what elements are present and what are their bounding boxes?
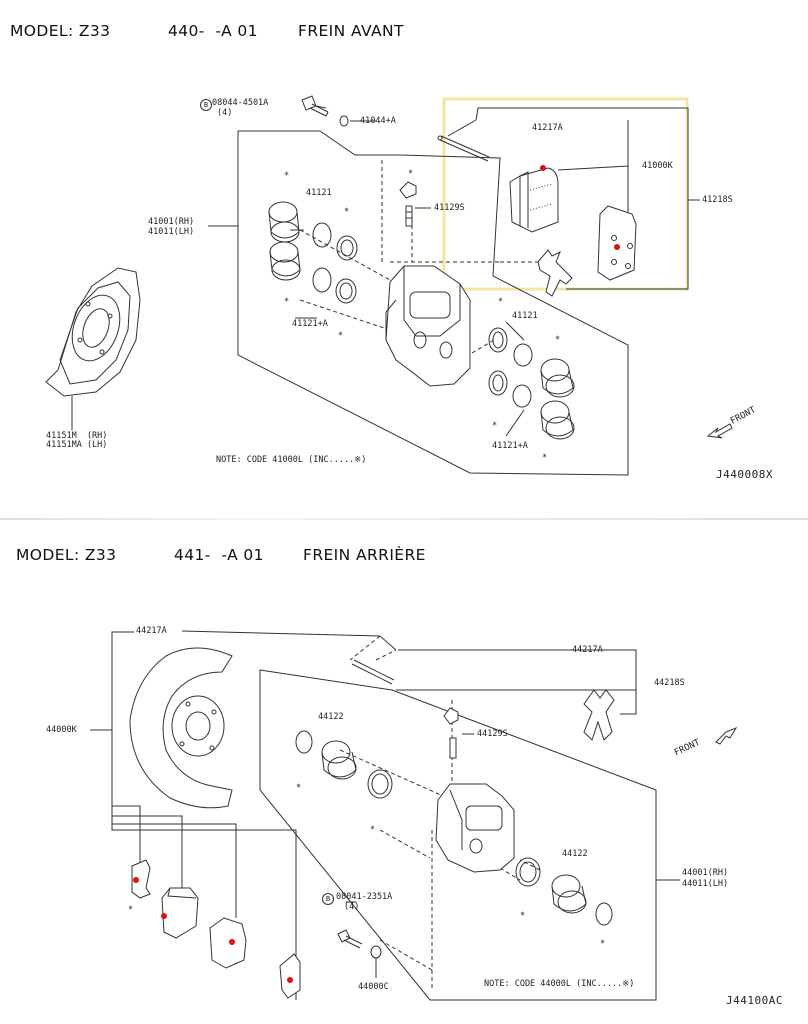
front-pad-outer-icon: [509, 167, 559, 233]
rear-piston-bottom-icon: [551, 874, 587, 914]
asterisk-marker: *: [284, 297, 290, 307]
front-washer-icon: [339, 115, 349, 127]
front-bleeder-icon: [399, 181, 417, 227]
asterisk-marker: *: [284, 171, 290, 181]
asterisk-marker: *: [542, 453, 548, 463]
rear-pad-kit-bracket: [111, 631, 297, 1000]
rear-label-caliper-rh: 44001(RH): [682, 868, 729, 878]
rear-label-bolt: 08041-2351A: [336, 892, 393, 902]
front-label-pad-kit: 41000K: [642, 161, 673, 171]
asterisk-marker: *: [600, 939, 606, 949]
rear-pad-clip-bottom-icon: [279, 953, 301, 999]
marker-dot: [287, 977, 293, 983]
front-caliper-icon: [385, 265, 471, 387]
rear-bolt-badge-icon: B: [322, 893, 334, 905]
front-direction-arrow-icon: [706, 423, 733, 439]
rear-label-pad-kit: 44000K: [46, 725, 77, 735]
rear-label-bleeder: 44129S: [477, 729, 508, 739]
front-shim-clip-icon: [537, 249, 573, 297]
front-label-caliper-rh: 41001(RH): [148, 217, 195, 227]
asterisk-marker: *: [498, 297, 504, 307]
front-label-bolt-qty: (4): [217, 108, 233, 118]
front-piston-bottom-icon: [269, 241, 301, 281]
front-seal-icon: [312, 222, 332, 248]
rear-note: NOTE: CODE 44000L (INC.....※): [484, 979, 635, 989]
rear-label-piston-bottom: 44122: [562, 849, 588, 859]
pad-kit-highlight-box: [442, 97, 689, 291]
pad-kit-bracket: [475, 107, 689, 290]
marker-dot: [540, 165, 546, 171]
rear-pad-outer-icon: [161, 887, 199, 939]
asterisk-marker: *: [128, 905, 134, 915]
rear-label-bolt-qty: (4): [344, 902, 360, 912]
front-caliper-group-outline: [237, 130, 629, 476]
front-label-pin: 41217A: [532, 123, 563, 133]
rear-front-arrow-icon: [715, 726, 738, 745]
asterisk-marker: *: [370, 825, 376, 835]
front-piston-top-icon: [268, 201, 300, 243]
asterisk-marker: *: [338, 331, 344, 341]
front-label-seal-top: 41121: [306, 188, 332, 198]
asterisk-marker: *: [344, 207, 350, 217]
rear-piston-top-icon: [321, 740, 357, 780]
rear-diagram-code: J44100AC: [726, 994, 783, 1007]
rear-washer-icon: [370, 945, 382, 959]
marker-dot: [614, 244, 620, 250]
front-backing-plate-icon: [45, 267, 141, 430]
front-label-plate-lh: 41151MA (LH): [46, 440, 108, 450]
rear-pad-clip-small-icon: [131, 859, 151, 899]
front-bolt-icon: [301, 95, 329, 117]
rear-label-shim: 44218S: [654, 678, 685, 688]
front-pad-inner-icon: [597, 205, 637, 281]
front-bolt-badge-icon: B: [200, 99, 212, 111]
marker-dot: [229, 939, 235, 945]
red-markers: [133, 165, 620, 983]
asterisk-marker: *: [296, 783, 302, 793]
rear-section-title: FREIN ARRIÈRE: [303, 546, 426, 564]
asterisk-marker: *: [492, 421, 498, 431]
section-divider: [0, 518, 808, 520]
rear-label-caliper-lh: 44011(LH): [682, 879, 729, 889]
rear-label-washer: 44000C: [358, 982, 389, 992]
front-piston-right-top-icon: [540, 358, 575, 398]
rear-label-piston-top: 44122: [318, 712, 344, 722]
front-label-shim-kit: 41218S: [702, 195, 733, 205]
asterisk-marker: *: [555, 335, 561, 345]
front-label-seal-right-top: 41121: [512, 311, 538, 321]
marker-dot: [133, 877, 139, 883]
front-diagram-code: J440008X: [716, 468, 773, 481]
front-pin-icon: [437, 135, 490, 162]
rear-backing-plate-icon: [129, 647, 233, 809]
front-label-washer: 41044+A: [360, 116, 396, 126]
front-label-bleeder: 41129S: [434, 203, 465, 213]
marker-dot: [161, 913, 167, 919]
rear-label-pin-right: 44217A: [572, 645, 603, 655]
rear-shim-icon: [583, 689, 615, 741]
front-label-caliper-lh: 41011(LH): [148, 227, 195, 237]
front-piston-right-bottom-icon: [540, 400, 575, 440]
rear-pin-icon: [351, 659, 395, 685]
asterisk-marker: *: [520, 911, 526, 921]
rear-caliper-icon: [435, 783, 515, 873]
rear-caliper-group-outline: [259, 669, 657, 1001]
rear-bolt-icon: [337, 929, 363, 949]
front-model-header: MODEL: Z33: [10, 22, 111, 40]
front-label-plate-rh: 41151M (RH): [46, 431, 108, 441]
front-section-title: FREIN AVANT: [298, 22, 404, 40]
rear-bleeder-icon: [443, 707, 459, 759]
rear-model-code: 441- -A 01: [174, 546, 264, 564]
front-note: NOTE: CODE 41000L (INC.....※): [216, 455, 367, 465]
rear-model-header: MODEL: Z33: [16, 546, 117, 564]
front-label-seal-bottom: 41121+A: [292, 319, 328, 329]
front-label-seal-right-bottom: 41121+A: [492, 441, 528, 451]
rear-pad-inner-icon: [209, 917, 247, 969]
rear-label-pin-left: 44217A: [136, 626, 167, 636]
front-model-code: 440- -A 01: [168, 22, 258, 40]
front-label-bolt: 08044-4501A: [212, 98, 269, 108]
asterisk-marker: *: [408, 169, 414, 179]
